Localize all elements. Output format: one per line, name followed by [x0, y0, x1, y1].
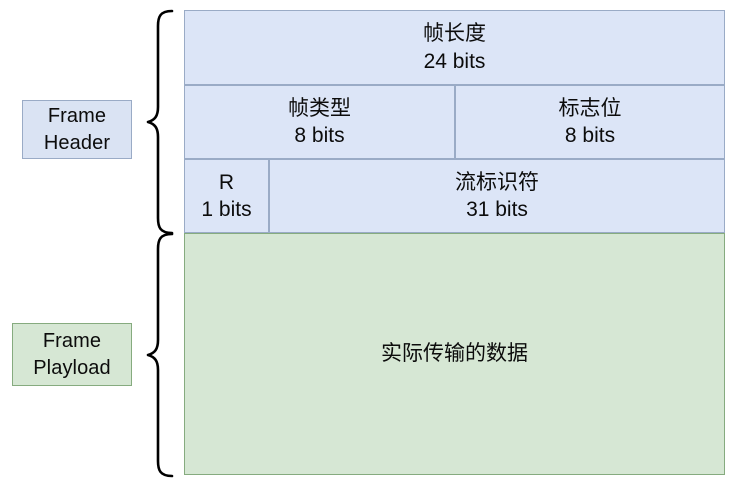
field-frame-length-label: 帧长度: [423, 22, 486, 46]
field-frame-type-label: 帧类型: [288, 96, 351, 120]
frame-playload-label: Frame Playload: [12, 323, 132, 386]
field-frame-length: 帧长度 24 bits: [184, 10, 725, 85]
frame-table: 帧长度 24 bits 帧类型 8 bits 标志位 8 bits R 1 bi…: [184, 10, 725, 475]
field-flags: 标志位 8 bits: [455, 85, 725, 159]
field-r-size: 1 bits: [201, 198, 252, 221]
field-r-label: R: [218, 170, 235, 194]
frame-playload-brace: [146, 232, 174, 478]
field-stream-identifier: 流标识符 31 bits: [269, 159, 725, 233]
field-flags-label: 标志位: [558, 96, 622, 120]
frame-playload-label-line1: Frame: [42, 330, 102, 353]
field-frame-length-size: 24 bits: [423, 49, 486, 73]
field-frame-type: 帧类型 8 bits: [184, 85, 455, 159]
frame-header-brace: [146, 9, 174, 235]
frame-header-label-line1: Frame: [47, 105, 107, 128]
field-r: R 1 bits: [184, 159, 269, 233]
frame-playload-label-line2: Playload: [33, 356, 111, 379]
field-payload-data-label: 实际传输的数据: [381, 342, 528, 366]
field-payload-data: 实际传输的数据: [184, 233, 725, 475]
frame-header-label-line2: Header: [43, 131, 111, 154]
field-flags-size: 8 bits: [564, 124, 616, 147]
field-stream-identifier-size: 31 bits: [466, 198, 528, 221]
field-stream-identifier-label: 流标识符: [455, 170, 539, 194]
frame-header-label: Frame Header: [22, 100, 132, 159]
field-frame-type-size: 8 bits: [294, 124, 345, 147]
